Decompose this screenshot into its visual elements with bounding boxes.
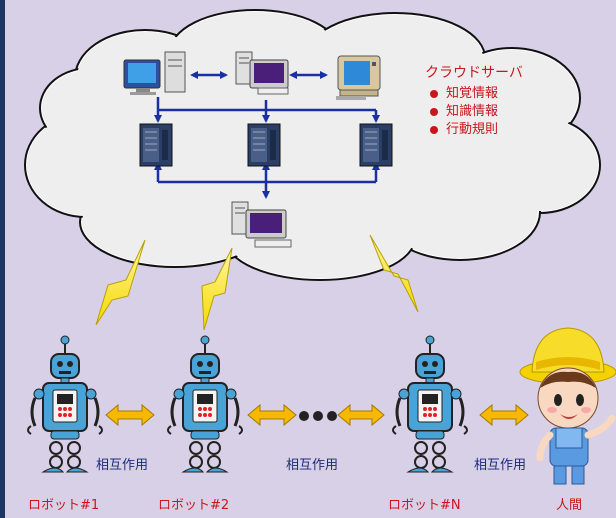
bullet-icon — [430, 125, 438, 134]
robot-1-label: ロボット#1 — [28, 498, 100, 513]
interaction-label: 相互作用 — [286, 458, 339, 473]
robot-icon — [167, 335, 243, 473]
server-tower-icon — [247, 123, 281, 167]
cloud-shape — [24, 9, 601, 281]
farmer-child-icon — [519, 327, 616, 485]
lightning-bolt-icon — [95, 239, 146, 326]
interaction-label: 相互作用 — [474, 458, 527, 473]
cloud-server-title: クラウドサーバ — [425, 65, 523, 81]
crt-monitor-icon — [336, 55, 381, 100]
double-arrow-icon — [247, 403, 297, 427]
interaction-label: 相互作用 — [96, 458, 149, 473]
ellipsis-dots-icon — [299, 411, 337, 421]
desktop-pc-icon — [123, 51, 186, 95]
legend-item-perception: 知覚情報 — [430, 82, 498, 101]
server-tower-icon — [359, 123, 393, 167]
legend-item-label: 知覚情報 — [446, 86, 499, 101]
server-tower-icon — [139, 123, 173, 167]
human-label: 人間 — [556, 498, 583, 513]
bullet-icon — [430, 89, 438, 98]
lightning-bolt-icon — [369, 234, 419, 313]
network-connectors — [154, 71, 380, 199]
robot-n-label: ロボット#N — [388, 498, 461, 513]
robot-2-label: ロボット#2 — [158, 498, 230, 513]
desktop-pc-icon — [235, 51, 289, 95]
robot-icon — [392, 335, 468, 473]
double-arrow-icon — [479, 403, 529, 427]
legend-item-label: 知識情報 — [446, 104, 499, 119]
robot-icon — [27, 335, 103, 473]
left-border — [0, 0, 5, 518]
legend-item-label: 行動規則 — [446, 122, 499, 137]
legend-item-knowledge: 知識情報 — [430, 100, 498, 119]
lightning-bolt-icon — [201, 247, 233, 331]
double-arrow-icon — [337, 403, 385, 427]
double-arrow-icon — [105, 403, 155, 427]
desktop-pc-icon — [231, 201, 292, 248]
bullet-icon — [430, 107, 438, 116]
legend-item-rules: 行動規則 — [430, 118, 498, 137]
